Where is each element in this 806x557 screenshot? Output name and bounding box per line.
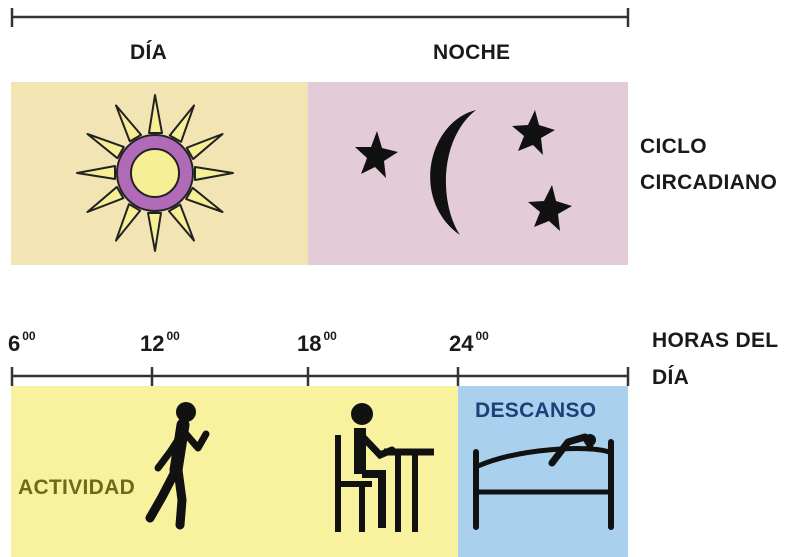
circadian-cycle-line2: CIRCADIANO (640, 171, 778, 194)
circadian-cycle-line1: CICLO (640, 135, 707, 158)
hours-of-day-line1: HORAS DEL (652, 329, 779, 352)
night-label: NOCHE (433, 41, 511, 64)
star-icon (355, 131, 398, 178)
sun-icon (76, 94, 234, 252)
circadian-cycle-label: CICLO CIRCADIANO (640, 129, 777, 201)
rest-label: DESCANSO (475, 399, 597, 422)
hours-of-day-line2: DÍA (652, 366, 690, 389)
day-label: DÍA (130, 41, 168, 64)
walking-person-icon (145, 402, 210, 530)
activity-label: ACTIVIDAD (18, 476, 136, 499)
star-icon (528, 185, 572, 231)
person-at-desk-icon (335, 403, 434, 532)
hours-timeline (10, 367, 630, 386)
top-timeline (10, 8, 630, 27)
hours-of-day-label: HORAS DEL DÍA (652, 322, 778, 396)
bed-icon (473, 433, 614, 530)
rest-panel (458, 386, 628, 557)
activity-panel (11, 386, 458, 557)
night-panel (308, 82, 628, 265)
star-icon (512, 110, 555, 155)
moon-icon (430, 110, 476, 235)
